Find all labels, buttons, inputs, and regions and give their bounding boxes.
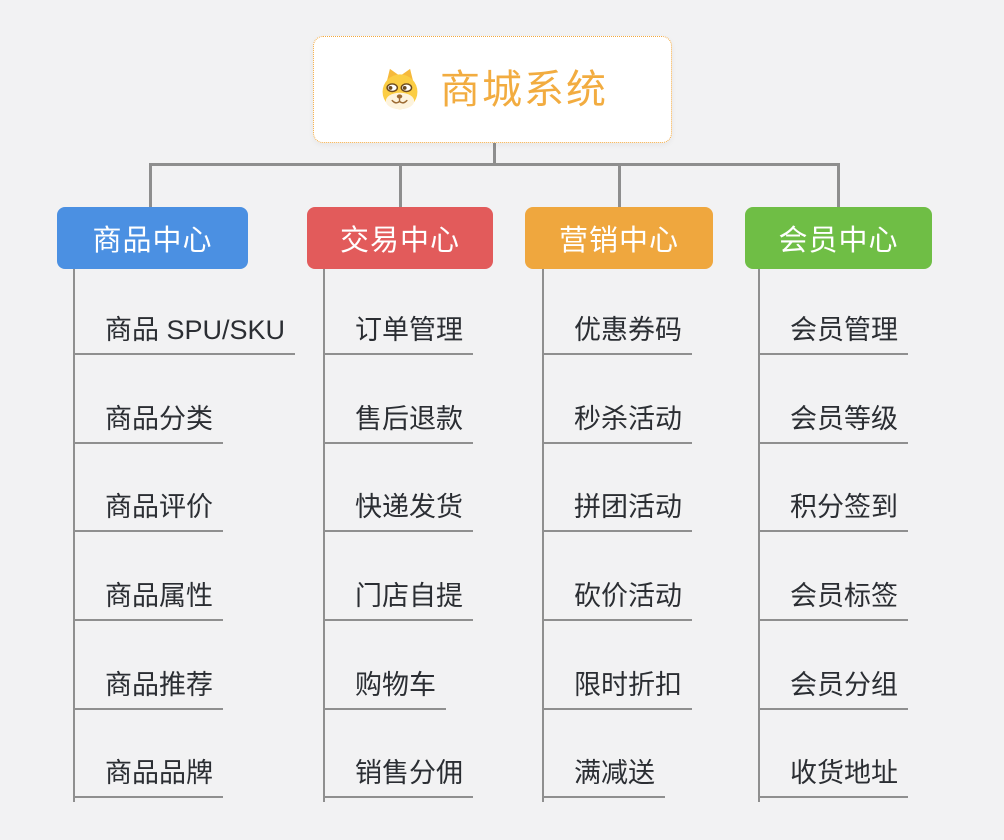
topic-item[interactable]: 商品 SPU/SKU [73,315,296,355]
branch-node-marketing-center[interactable]: 营销中心 [525,207,713,269]
topic-item[interactable]: 商品推荐 [73,670,223,710]
topic-item[interactable]: 销售分佣 [323,758,473,798]
topic-item[interactable]: 秒杀活动 [542,404,692,444]
branch-label: 商品中心 [92,225,213,257]
connector-drop-product [149,163,152,208]
topic-item[interactable]: 会员分组 [758,670,908,710]
topic-column-trade: 订单管理 售后退款 快递发货 门店自提 购物车 销售分佣 [323,269,473,803]
topic-column-product: 商品 SPU/SKU 商品分类 商品评价 商品属性 商品推荐 商品品牌 [73,269,296,803]
topic-item[interactable]: 门店自提 [323,581,473,621]
topic-column-marketing: 优惠券码 秒杀活动 拼团活动 砍价活动 限时折扣 满减送 [542,269,692,803]
topic-item[interactable]: 快递发货 [323,492,473,532]
branch-label: 交易中心 [339,225,460,257]
topic-item[interactable]: 会员标签 [758,581,908,621]
topic-item[interactable]: 商品品牌 [73,758,223,798]
connector-drop-marketing [618,163,621,208]
root-label: 商城系统 [440,67,608,112]
topic-item[interactable]: 订单管理 [323,315,473,355]
connector-bus [149,163,840,166]
topic-item[interactable]: 会员管理 [758,315,908,355]
topic-item[interactable]: 会员等级 [758,404,908,444]
branch-node-product-center[interactable]: 商品中心 [57,207,248,269]
root-node[interactable]: 商城系统 [313,36,672,143]
branch-node-trade-center[interactable]: 交易中心 [307,207,493,269]
topic-item[interactable]: 商品分类 [73,404,223,444]
branch-node-member-center[interactable]: 会员中心 [745,207,932,269]
topic-column-member: 会员管理 会员等级 积分签到 会员标签 会员分组 收货地址 [758,269,908,803]
topic-item[interactable]: 优惠券码 [542,315,692,355]
topic-item[interactable]: 限时折扣 [542,670,692,710]
connector-drop-member [837,163,840,208]
topic-item[interactable]: 砍价活动 [542,581,692,621]
branch-label: 会员中心 [778,225,899,257]
branch-label: 营销中心 [558,225,679,257]
connector-root-drop [493,143,496,166]
topic-item[interactable]: 拼团活动 [542,492,692,532]
topic-item[interactable]: 售后退款 [323,404,473,444]
topic-item[interactable]: 购物车 [323,670,446,710]
topic-item[interactable]: 满减送 [542,758,665,798]
connector-drop-trade [399,163,402,208]
topic-item[interactable]: 收货地址 [758,758,908,798]
topic-item[interactable]: 商品评价 [73,492,223,532]
topic-item[interactable]: 商品属性 [73,581,223,621]
topic-item[interactable]: 积分签到 [758,492,908,532]
dog-face-icon [382,68,418,109]
